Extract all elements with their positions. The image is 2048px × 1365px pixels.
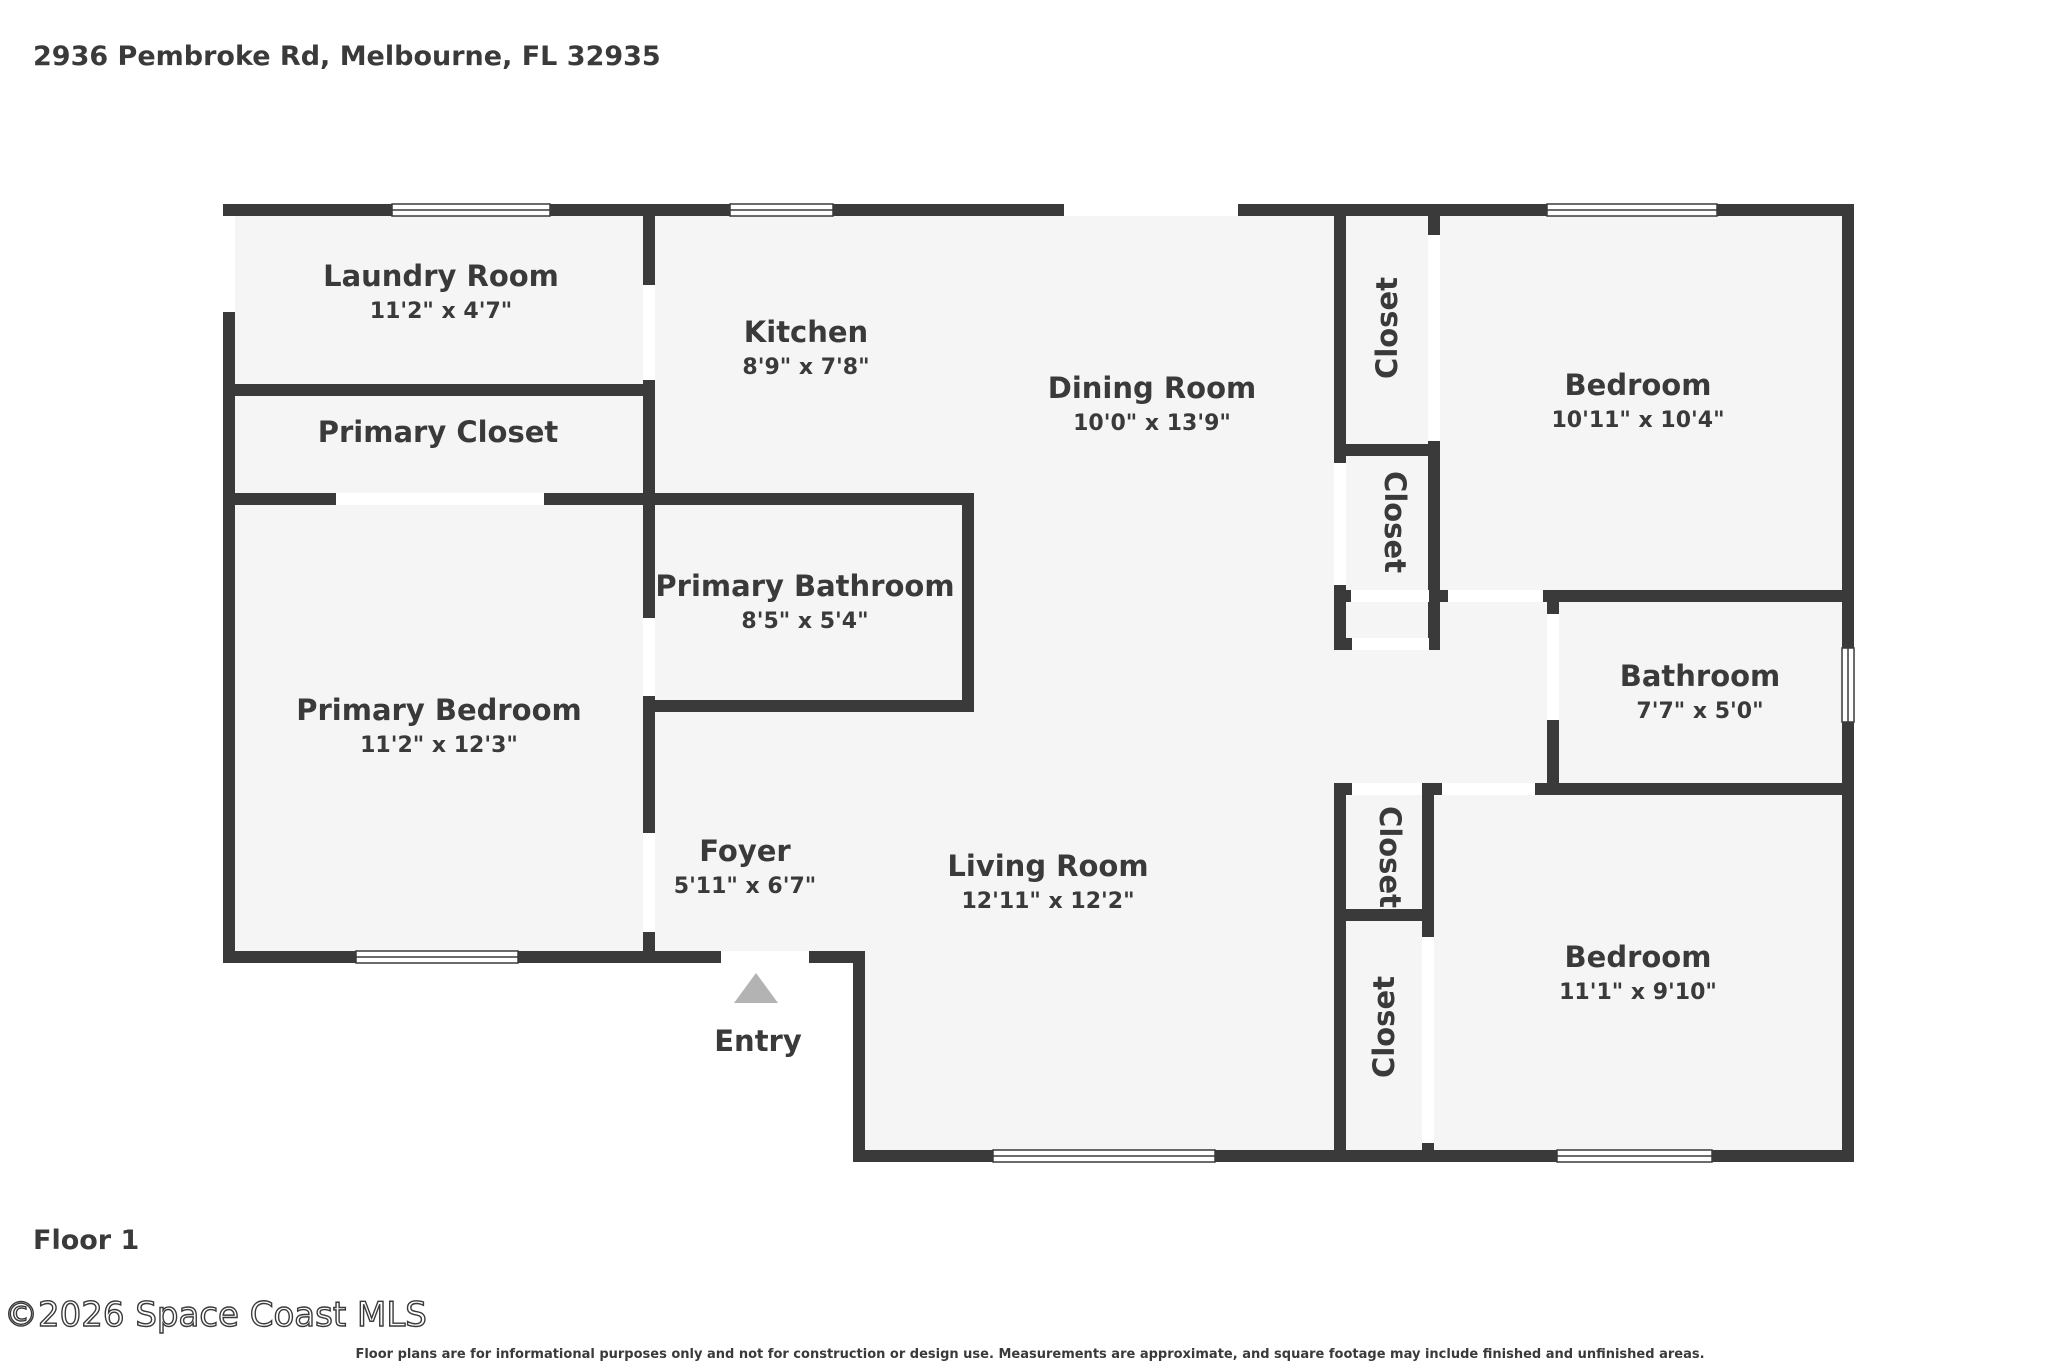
room-dimensions: 7'7" x 5'0" bbox=[1636, 699, 1763, 724]
room-name: Bathroom bbox=[1620, 659, 1781, 693]
room-name: Kitchen bbox=[744, 315, 868, 349]
door-opening bbox=[336, 493, 544, 505]
closet-label: Closet bbox=[1370, 277, 1404, 379]
address-title: 2936 Pembroke Rd, Melbourne, FL 32935 bbox=[33, 41, 661, 72]
room-dimensions: 11'1" x 9'10" bbox=[1559, 980, 1717, 1005]
room-name: Foyer bbox=[699, 834, 791, 868]
door-opening bbox=[1334, 463, 1346, 585]
room-name: Dining Room bbox=[1048, 371, 1257, 405]
door-opening bbox=[1442, 783, 1535, 795]
floor-area bbox=[229, 210, 1848, 1156]
room-name: Bedroom bbox=[1565, 940, 1712, 974]
door-opening bbox=[1428, 235, 1440, 441]
closet-label: Closet bbox=[1367, 976, 1401, 1078]
door-opening bbox=[1448, 590, 1543, 602]
floor-label: Floor 1 bbox=[33, 1225, 139, 1256]
entry-door bbox=[721, 951, 809, 963]
closet-label: Closet bbox=[1378, 471, 1412, 573]
room-name: Living Room bbox=[947, 849, 1148, 883]
door-opening bbox=[643, 833, 655, 932]
entry-arrow-icon bbox=[734, 973, 778, 1003]
door-opening bbox=[1351, 590, 1429, 602]
openings bbox=[223, 203, 1855, 1163]
room-dimensions: 11'2" x 4'7" bbox=[370, 299, 512, 324]
door-opening bbox=[1422, 937, 1434, 1143]
room-name: Primary Bedroom bbox=[296, 693, 581, 727]
door-opening bbox=[643, 618, 655, 696]
room-dimensions: 12'11" x 12'2" bbox=[961, 889, 1134, 914]
copyright-watermark: ©2026 Space Coast MLS bbox=[4, 1295, 427, 1335]
door-opening bbox=[1064, 204, 1238, 216]
disclaimer: Floor plans are for informational purpos… bbox=[355, 1347, 1704, 1362]
room-dimensions: 8'9" x 7'8" bbox=[742, 355, 869, 380]
door-opening bbox=[643, 285, 655, 380]
entry-label: Entry bbox=[714, 1024, 802, 1058]
room-dimensions: 10'0" x 13'9" bbox=[1073, 411, 1231, 436]
room-labels: Laundry Room 11'2" x 4'7" Kitchen 8'9" x… bbox=[296, 259, 1780, 1058]
door-opening bbox=[1547, 614, 1559, 720]
room-dimensions: 5'11" x 6'7" bbox=[674, 874, 816, 899]
room-name: Primary Closet bbox=[318, 415, 559, 449]
room-name: Laundry Room bbox=[323, 259, 559, 293]
door-opening bbox=[223, 216, 235, 312]
room-dimensions: 8'5" x 5'4" bbox=[741, 609, 868, 634]
door-opening bbox=[1352, 783, 1422, 795]
room-name: Primary Bathroom bbox=[655, 569, 954, 603]
room-name: Bedroom bbox=[1565, 368, 1712, 402]
room-dimensions: 11'2" x 12'3" bbox=[360, 733, 518, 758]
room-dimensions: 10'11" x 10'4" bbox=[1551, 408, 1724, 433]
closet-label: Closet bbox=[1373, 806, 1407, 908]
closet-labels: Closet Closet Closet Closet bbox=[1367, 277, 1412, 1078]
